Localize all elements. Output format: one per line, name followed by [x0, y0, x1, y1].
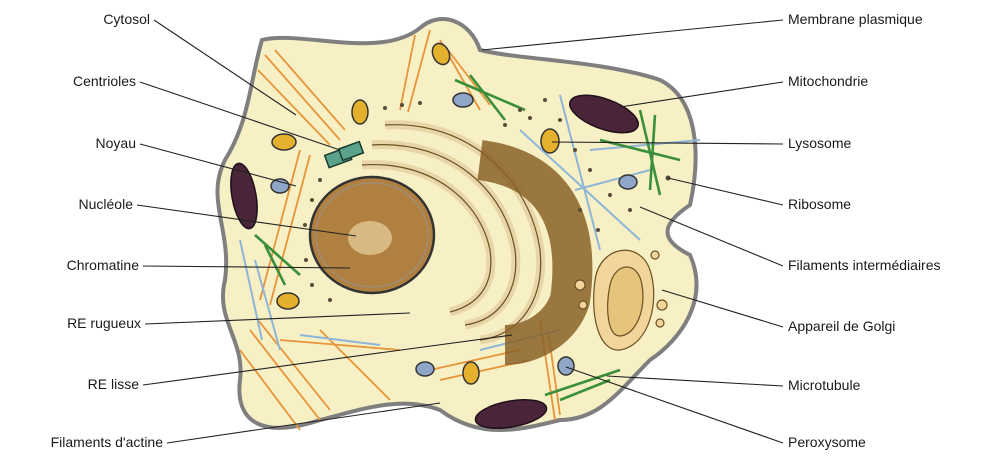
label-centrioles: Centrioles — [73, 73, 136, 89]
label-mitochondrie: Mitochondrie — [788, 73, 868, 89]
label-filaments-actine: Filaments d'actine — [51, 434, 164, 450]
label-membrane-plasmique: Membrane plasmique — [788, 11, 923, 27]
label-noyau: Noyau — [96, 135, 136, 151]
label-filaments-intermediaires: Filaments intermédiaires — [788, 257, 941, 273]
label-chromatine: Chromatine — [67, 257, 140, 273]
label-peroxysome: Peroxysome — [788, 434, 866, 450]
label-lysosome: Lysosome — [788, 135, 852, 151]
label-appareil-golgi: Appareil de Golgi — [788, 318, 895, 334]
label-cytosol: Cytosol — [103, 11, 150, 27]
label-ribosome: Ribosome — [788, 196, 851, 212]
label-microtubule: Microtubule — [788, 377, 861, 393]
label-re-lisse: RE lisse — [88, 376, 140, 392]
label-nucleole: Nucléole — [79, 196, 134, 212]
nucleolus — [348, 221, 392, 255]
label-re-rugueux: RE rugueux — [67, 315, 141, 331]
